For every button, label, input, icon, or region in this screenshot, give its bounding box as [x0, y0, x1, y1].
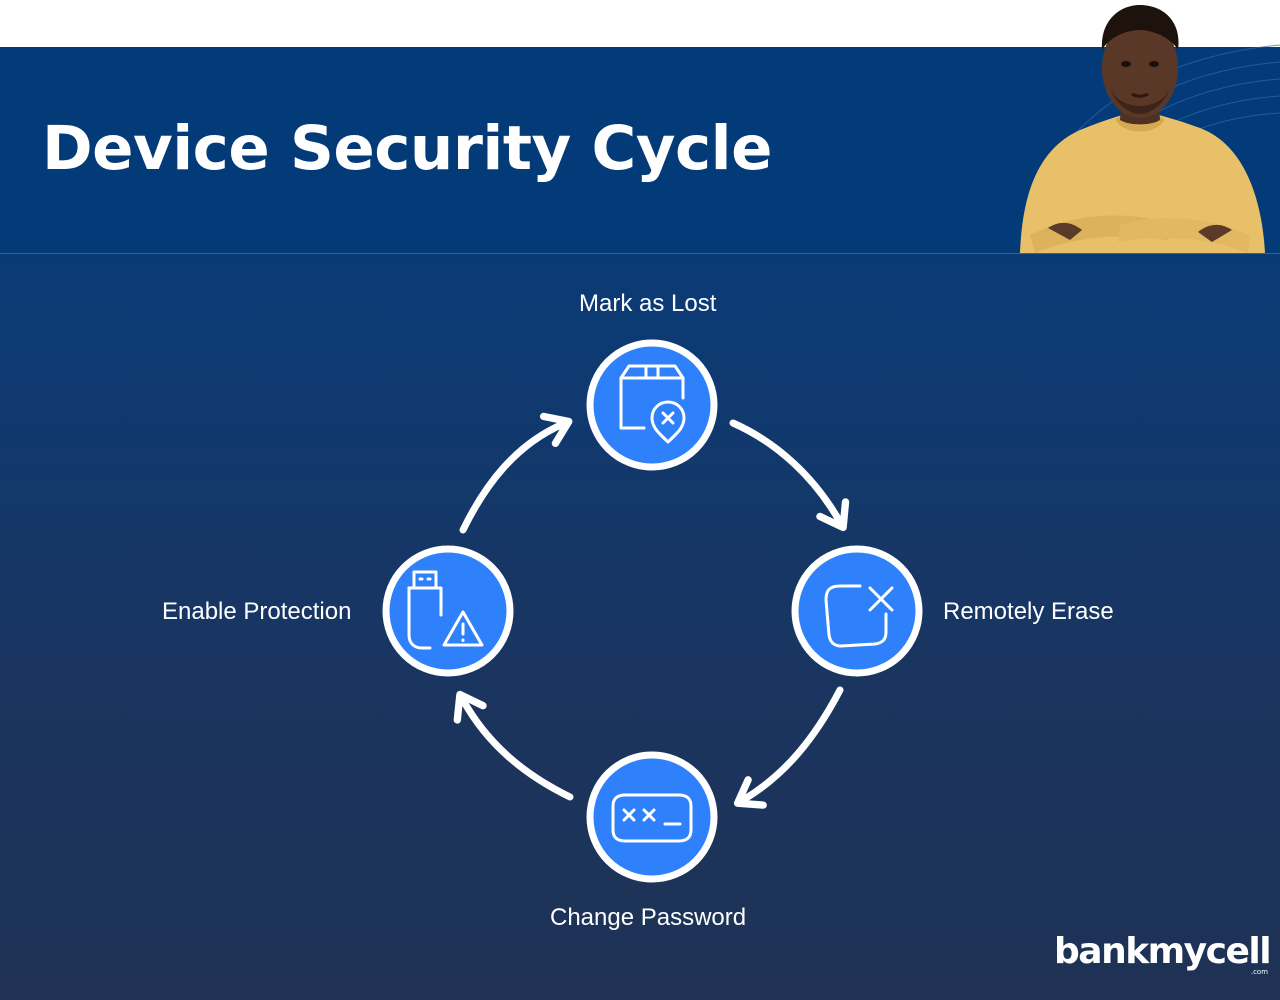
page-title: Device Security Cycle — [42, 113, 772, 184]
password-field-icon — [611, 793, 693, 843]
node-remotely-erase — [791, 545, 923, 677]
bankmycell-logo: bankmycell .com — [1054, 931, 1272, 976]
step-label-enable-protection: Enable Protection — [162, 598, 352, 625]
lost-package-icon — [619, 364, 686, 444]
arrow-protection-to-lost — [459, 412, 573, 534]
step-label-mark-as-lost: Mark as Lost — [579, 290, 717, 317]
arrow-password-to-protection — [453, 690, 574, 801]
arrow-erase-to-password — [733, 686, 844, 809]
node-change-password — [586, 751, 718, 883]
node-mark-as-lost — [586, 339, 718, 471]
node-enable-protection — [382, 545, 514, 677]
logo-suffix: .com — [1250, 968, 1269, 976]
step-label-change-password: Change Password — [550, 904, 747, 931]
step-label-remotely-erase: Remotely Erase — [943, 598, 1114, 625]
usb-warning-icon — [407, 570, 484, 650]
arrow-lost-to-erase — [729, 419, 850, 532]
person-photo — [1019, 5, 1280, 253]
erase-device-icon — [824, 584, 894, 648]
logo-text: bankmycell — [1054, 931, 1272, 972]
